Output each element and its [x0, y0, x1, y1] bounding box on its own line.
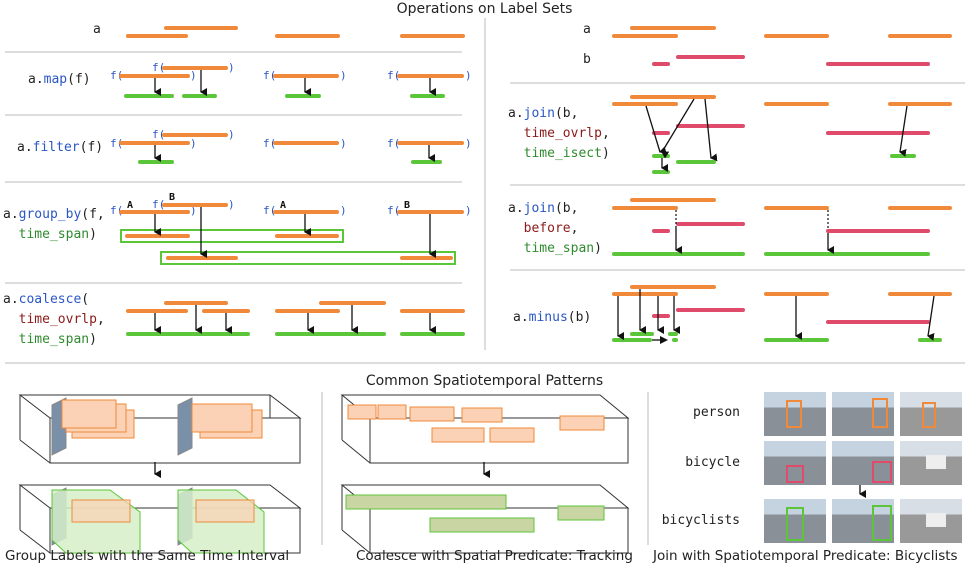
f-open-filter-4: f(: [387, 137, 401, 150]
coalesce-input-bars: [126, 301, 465, 313]
join2-a-bars: [612, 198, 952, 210]
caption-group: Group Labels with the Same Time Interval: [5, 548, 290, 564]
close-group-4: ): [465, 204, 472, 217]
group-label-a-1: A: [127, 200, 134, 211]
row-label-person: person: [693, 405, 740, 420]
join1-b-bars: [652, 124, 930, 135]
right-row-a-bars: [612, 26, 952, 38]
photo-bicycle-1: [764, 441, 826, 485]
f-open-map-3: f(: [263, 69, 277, 82]
close-filter-1: ): [190, 137, 197, 150]
close-map-1: ): [190, 69, 197, 82]
join2-b-bars: [652, 222, 930, 233]
minus-a-bars: [612, 285, 952, 296]
close-group-3: ): [340, 204, 347, 217]
map-input-bars: [119, 66, 464, 78]
coalesce-code: a.coalesce( time_ovrlp, time_span): [3, 292, 105, 347]
filter-code: a.filter(f): [17, 140, 104, 155]
coalesce-pattern: [340, 394, 630, 554]
photo-bicyclists-2: [832, 499, 894, 543]
photo-bicyclists-3: [900, 499, 962, 543]
f-open-group-3: f(: [263, 204, 277, 217]
group-pattern: [18, 394, 302, 554]
f-open-filter-1: f(: [110, 137, 124, 150]
photo-person-1: [764, 392, 826, 436]
f-open-map-2: f(: [152, 61, 166, 74]
row-label-bicyclists: bicyclists: [661, 513, 740, 528]
f-open-group-4: f(: [387, 204, 401, 217]
filter-input-bars: [119, 133, 464, 145]
join1-a-bars: [612, 95, 952, 106]
close-map-2: ): [228, 61, 235, 74]
minus-b-bars: [652, 308, 930, 324]
row-b-label-right: b: [583, 52, 591, 67]
group-label-a-2: A: [280, 200, 287, 211]
close-filter-3: ): [340, 137, 347, 150]
row-a-label-right: a: [583, 22, 591, 37]
row-a-label-left: a: [93, 22, 101, 37]
group-boxes: [120, 229, 456, 265]
photo-bicycle-3: [900, 441, 962, 485]
f-open-filter-3: f(: [263, 137, 277, 150]
photo-bicycle-2: [832, 441, 894, 485]
group-label-b-2: B: [404, 200, 411, 211]
map-code: a.map(f): [28, 72, 91, 87]
join1-code: a.join(b, time_ovrlp, time_isect): [508, 106, 610, 161]
close-map-3: ): [340, 69, 347, 82]
f-open-group-1: f(: [110, 204, 124, 217]
right-row-b-bars: [652, 55, 930, 66]
f-open-filter-2: f(: [152, 128, 166, 141]
bottom-title: Common Spatiotemporal Patterns: [365, 373, 604, 389]
photo-person-2: [832, 392, 894, 436]
dividers: [5, 18, 965, 545]
join1-output-bars: [652, 154, 916, 174]
close-group-1: ): [190, 204, 197, 217]
caption-join: Join with Spatiotemporal Predicate: Bicy…: [653, 548, 958, 564]
close-filter-4: ): [465, 137, 472, 150]
left-row-a-bars: [126, 26, 465, 38]
group-input-bars: [119, 203, 464, 214]
photo-bicyclists-1: [764, 499, 826, 543]
join2-code: a.join(b, before, time_span): [508, 201, 602, 256]
group-label-b-1: B: [169, 192, 176, 203]
f-open-map-4: f(: [387, 69, 401, 82]
caption-coalesce: Coalesce with Spatial Predicate: Trackin…: [356, 548, 633, 564]
minus-output-bars: [612, 332, 942, 342]
group-output-bars: [125, 234, 453, 260]
f-open-group-2: f(: [152, 198, 166, 211]
group-by-code: a.group_by(f, time_span): [3, 207, 105, 242]
photo-person-3: [900, 392, 962, 436]
f-open-map-1: f(: [110, 69, 124, 82]
row-label-bicycle: bicycle: [685, 455, 740, 470]
minus-code: a.minus(b): [513, 310, 592, 325]
close-map-4: ): [465, 69, 472, 82]
dotted-links: [675, 210, 829, 230]
arrows: [154, 70, 935, 341]
close-group-2: ): [228, 198, 235, 211]
close-filter-2: ): [228, 128, 235, 141]
top-title: Operations on Label Sets: [396, 1, 573, 17]
